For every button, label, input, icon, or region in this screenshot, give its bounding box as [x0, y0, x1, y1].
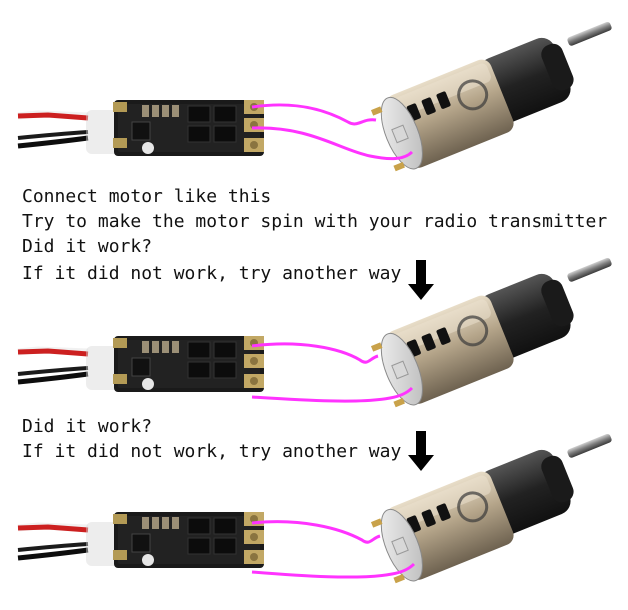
motor-wire-b [252, 564, 414, 577]
instruction-line-2: Try to make the motor spin with your rad… [22, 211, 607, 233]
esc-board-icon [18, 100, 264, 156]
motor-wire-b [252, 388, 412, 401]
down-arrow-icon [408, 431, 434, 471]
gear-motor-icon [369, 433, 613, 589]
gear-motor-icon [369, 257, 613, 413]
step2-line-1: Did it work? [22, 416, 152, 438]
esc-board-icon [18, 336, 264, 392]
down-arrow-icon [408, 260, 434, 300]
motor-wire-a [252, 522, 380, 543]
instruction-line-3: Did it work? [22, 236, 152, 258]
esc-board-icon [18, 512, 264, 568]
step2-line-2: If it did not work, try another way [22, 441, 401, 463]
motor-wire-a [252, 344, 378, 362]
instruction-line-4: If it did not work, try another way [22, 263, 401, 285]
motor-wire-a [252, 105, 376, 124]
gear-motor-icon [369, 21, 613, 177]
instruction-line-1: Connect motor like this [22, 186, 271, 208]
